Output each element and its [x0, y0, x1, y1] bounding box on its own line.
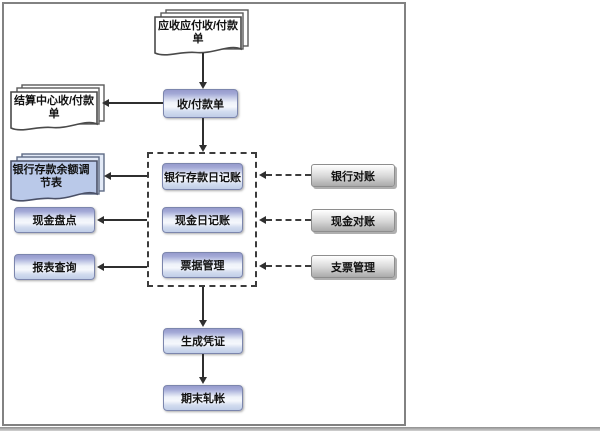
- node-cash-journal: 现金日记账: [162, 207, 243, 233]
- arrow-group-to-cash-count: [104, 219, 147, 221]
- arrow-group-to-voucher: [202, 287, 204, 321]
- node-label: 票据管理: [180, 260, 225, 272]
- node-report-query: 报表查询: [14, 254, 95, 280]
- node-receipt-payment: 收/付款单: [163, 89, 238, 118]
- node-period-end-closing: 期末轧帐: [163, 385, 243, 411]
- arrow-payment-to-group: [202, 118, 204, 146]
- node-bill-management: 票据管理: [162, 252, 243, 278]
- node-generate-voucher: 生成凭证: [163, 328, 243, 354]
- arrow-voucher-to-closing: [202, 354, 204, 378]
- document-shape-icon: [154, 9, 249, 56]
- node-cash-reconciliation: 现金对账: [311, 209, 395, 232]
- arrow-payment-to-settlement: [109, 102, 163, 104]
- dashed-arrow-cash-reconciliation: [266, 219, 311, 221]
- arrowhead-down-icon: [198, 82, 207, 89]
- arrowhead-down-icon: [198, 145, 207, 152]
- arrow-group-to-adjustment: [111, 175, 147, 177]
- arrow-group-to-report-query: [104, 266, 147, 268]
- document-bank-balance-adjustment: 银行存款余额调节表: [8, 153, 108, 205]
- dashed-arrow-bank-reconciliation: [266, 174, 311, 176]
- node-label: 报表查询: [32, 262, 77, 274]
- document-label: 银行存款余额调节表: [12, 164, 90, 189]
- node-label: 现金对账: [331, 215, 375, 228]
- document-settlement-center: 结算中心收/付款单: [8, 84, 108, 134]
- arrowhead-left-icon: [97, 262, 104, 271]
- arrowhead-left-icon: [104, 171, 111, 180]
- bottom-border-strip: [0, 427, 600, 431]
- node-label: 现金日记账: [175, 215, 230, 227]
- dashed-group-box: [147, 152, 257, 287]
- document-receivable-payable: 应收应付收/付款单: [152, 9, 252, 59]
- document-shape-icon: [10, 153, 105, 202]
- dashed-arrow-check-management: [266, 265, 311, 267]
- node-label: 支票管理: [331, 261, 375, 274]
- document-label: 结算中心收/付款单: [13, 95, 95, 120]
- node-bank-reconciliation: 银行对账: [311, 164, 395, 187]
- node-label: 现金盘点: [32, 215, 77, 227]
- arrowhead-left-icon: [259, 215, 266, 224]
- node-check-management: 支票管理: [311, 255, 395, 278]
- node-label: 银行对账: [331, 170, 375, 183]
- node-cash-count: 现金盘点: [14, 207, 95, 233]
- arrow-topdoc-to-payment: [202, 53, 204, 83]
- arrowhead-left-icon: [259, 261, 266, 270]
- arrowhead-left-icon: [259, 170, 266, 179]
- arrowhead-left-icon: [102, 98, 109, 107]
- arrowhead-down-icon: [198, 377, 207, 384]
- node-label: 收/付款单: [176, 98, 225, 111]
- document-label: 应收应付收/付款单: [157, 20, 239, 45]
- node-label: 期末轧帐: [181, 393, 225, 405]
- node-label: 银行存款日记账: [164, 171, 241, 184]
- node-bank-deposit-journal: 银行存款日记账: [162, 163, 243, 190]
- arrowhead-left-icon: [97, 215, 104, 224]
- document-shape-icon: [10, 84, 105, 131]
- arrowhead-down-icon: [198, 320, 207, 327]
- node-label: 生成凭证: [181, 336, 225, 348]
